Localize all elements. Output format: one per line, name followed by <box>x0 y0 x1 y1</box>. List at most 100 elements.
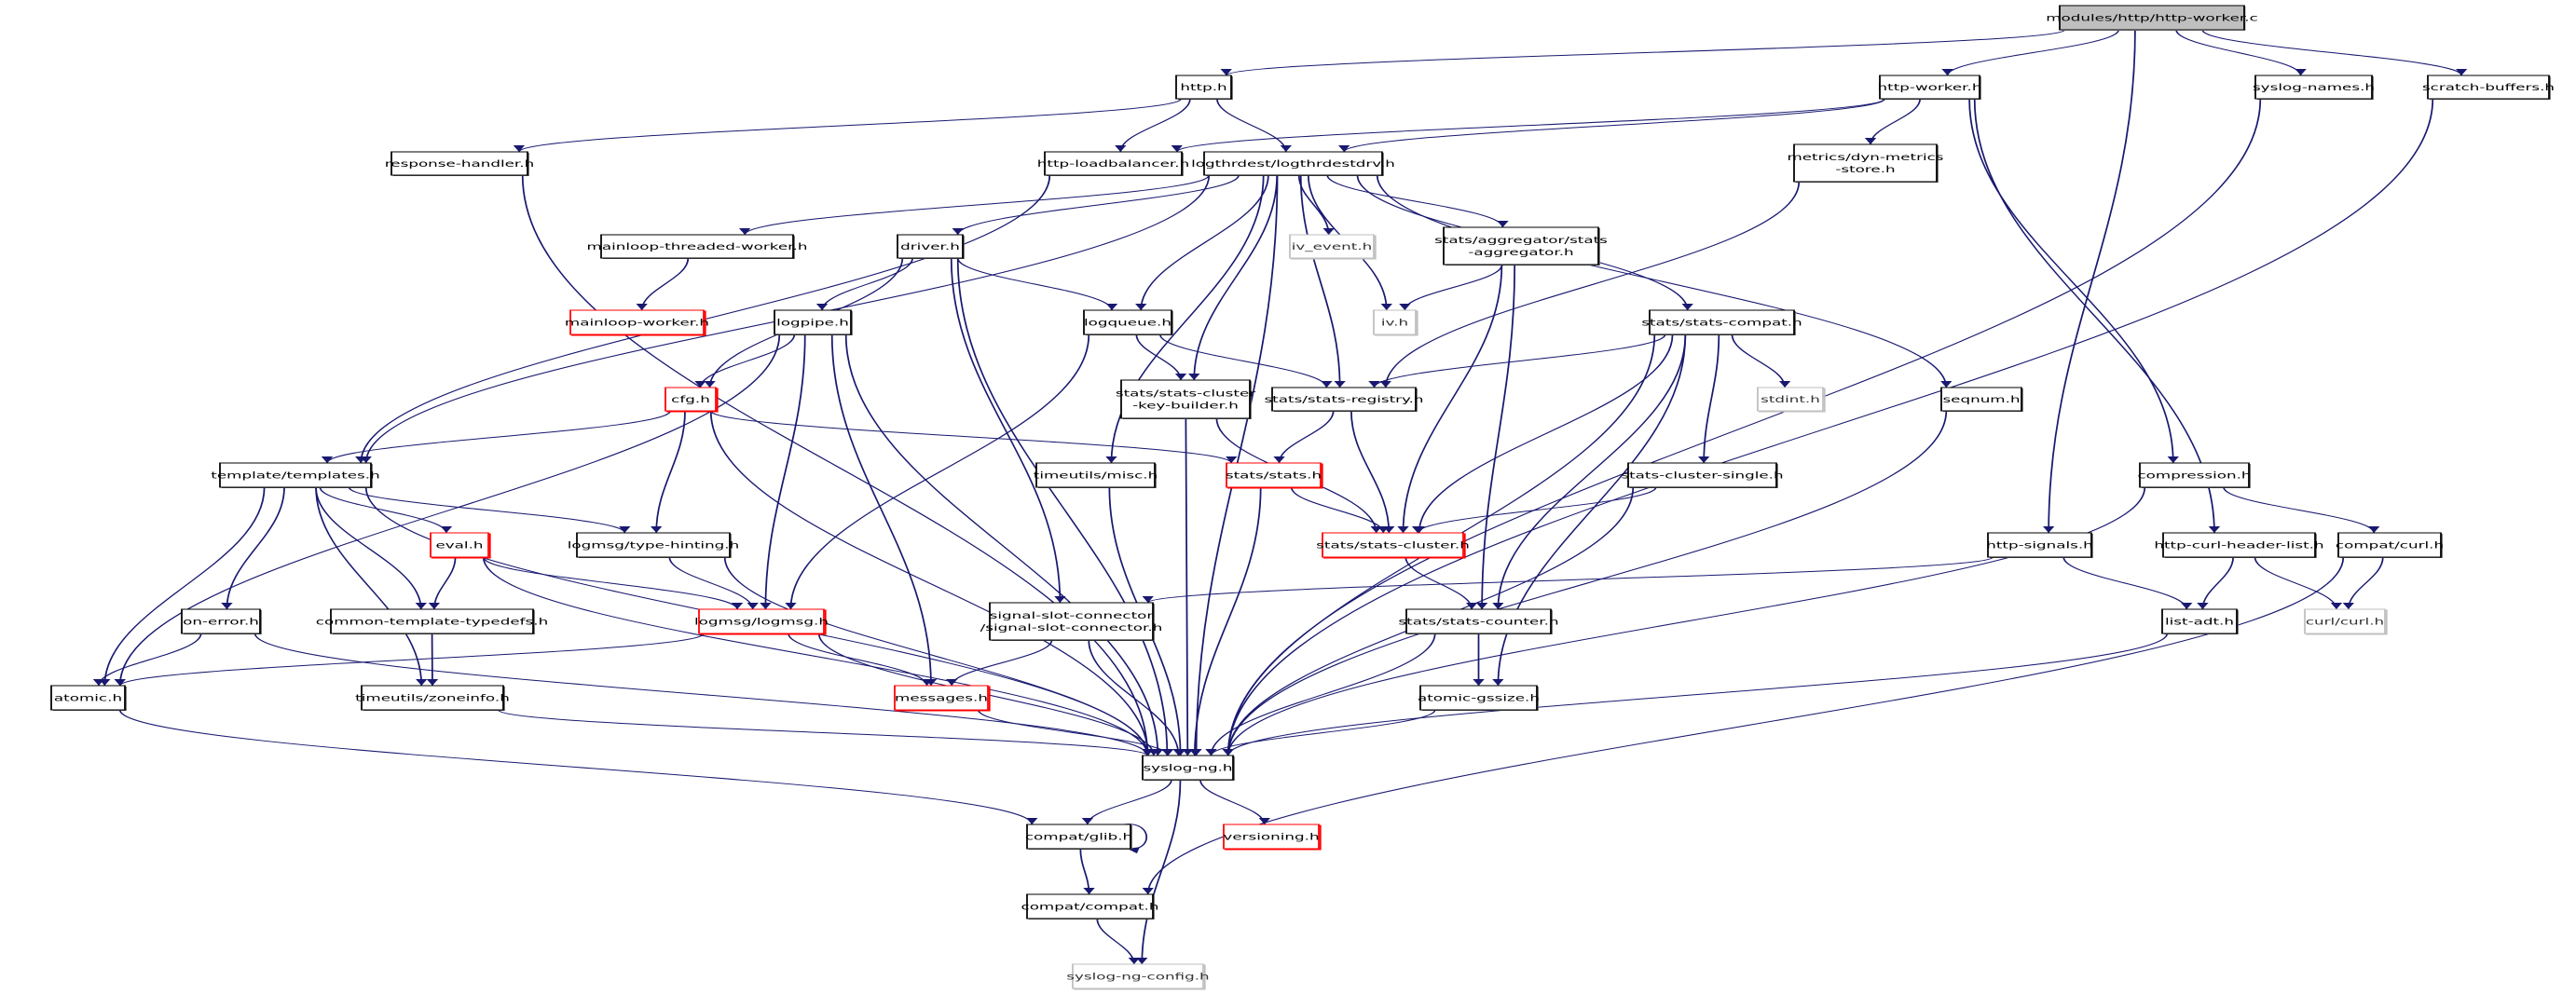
node-box[interactable] <box>1627 462 1777 488</box>
node-stats-compat[interactable]: stats/stats-compat.h <box>1641 309 1802 335</box>
node-box[interactable] <box>1879 75 1980 100</box>
node-box[interactable] <box>1987 532 2092 558</box>
node-syslog-names[interactable]: syslog-names.h <box>2253 75 2375 100</box>
node-atomic[interactable]: atomic.h <box>50 685 127 711</box>
node-http-worker-h[interactable]: http-worker.h <box>1878 75 1982 100</box>
node-box[interactable] <box>2427 75 2550 100</box>
node-stats-agg[interactable]: stats/aggregator/stats-aggregator.h <box>1434 226 1608 266</box>
node-response-handler[interactable]: response-handler.h <box>385 151 534 176</box>
node-compression[interactable]: compression.h <box>2137 462 2252 488</box>
node-box[interactable] <box>2059 5 2245 31</box>
node-box[interactable] <box>1940 387 2022 412</box>
node-box[interactable] <box>1083 309 1172 335</box>
node-http-h[interactable]: http.h <box>1175 75 1233 100</box>
node-http-signals[interactable]: http-signals.h <box>1986 532 2093 558</box>
node-on-error[interactable]: on-error.h <box>181 608 262 634</box>
node-box[interactable] <box>2161 608 2238 634</box>
node-iv-event[interactable]: iv_event.h <box>1289 234 1377 260</box>
node-messages[interactable]: messages.h <box>894 685 991 712</box>
node-versioning[interactable]: versioning.h <box>1223 824 1322 851</box>
node-logmsg[interactable]: logmsg/logmsg.h <box>694 608 829 635</box>
node-key-builder[interactable]: stats/stats-cluster-key-builder.h <box>1116 379 1256 419</box>
node-box[interactable] <box>1649 309 1795 335</box>
node-box[interactable] <box>1203 151 1383 176</box>
node-box[interactable] <box>1289 234 1375 259</box>
node-box[interactable] <box>1271 387 1417 412</box>
node-glib[interactable]: compat/glib.h <box>1025 824 1132 850</box>
node-box[interactable] <box>1419 685 1538 711</box>
node-root[interactable]: modules/http/http-worker.c <box>2046 5 2258 31</box>
node-box[interactable] <box>361 685 504 711</box>
node-compat-curl[interactable]: compat/curl.h <box>2336 532 2444 558</box>
node-box[interactable] <box>1373 309 1417 335</box>
node-box[interactable] <box>897 234 964 259</box>
node-box[interactable] <box>50 685 126 711</box>
node-zoneinfo[interactable]: timeutils/zoneinfo.h <box>355 685 510 711</box>
node-box[interactable] <box>2304 608 2386 634</box>
node-box[interactable] <box>391 151 528 176</box>
node-stdint[interactable]: stdint.h <box>1757 387 1826 413</box>
node-box[interactable] <box>1120 379 1251 419</box>
node-syslog-ng[interactable]: syslog-ng.h <box>1142 755 1235 781</box>
node-box[interactable] <box>181 608 261 634</box>
node-box[interactable] <box>1757 387 1824 412</box>
node-box[interactable] <box>576 532 731 558</box>
node-box[interactable] <box>2337 532 2442 558</box>
node-templates[interactable]: template/templates.h <box>211 462 380 488</box>
node-logthrdestdrv[interactable]: logthrdest/logthrdestdrv.h <box>1191 151 1395 176</box>
node-box[interactable] <box>1443 226 1599 266</box>
node-http-lb[interactable]: http-loadbalancer.h <box>1037 151 1189 176</box>
node-box[interactable] <box>774 309 852 335</box>
node-ctt[interactable]: common-template-typedefs.h <box>316 608 548 634</box>
node-eval[interactable]: eval.h <box>430 532 491 559</box>
node-box[interactable] <box>1072 963 1204 989</box>
node-list-adt[interactable]: list-adt.h <box>2161 608 2239 634</box>
node-box[interactable] <box>1322 532 1464 558</box>
node-box[interactable] <box>1035 462 1156 488</box>
node-box[interactable] <box>219 462 372 488</box>
node-config[interactable]: syslog-ng-config.h <box>1066 963 1210 990</box>
node-box[interactable] <box>1026 824 1131 850</box>
node-atomic-gssize[interactable]: atomic-gssize.h <box>1418 685 1540 711</box>
node-box[interactable] <box>600 234 794 259</box>
node-scratch-buffers[interactable]: scratch-buffers.h <box>2422 75 2555 100</box>
node-tu-misc[interactable]: timeutils/misc.h <box>1034 462 1158 488</box>
node-box[interactable] <box>1142 755 1234 781</box>
node-stats-h[interactable]: stats/stats.h <box>1226 462 1323 489</box>
node-logpipe[interactable]: logpipe.h <box>774 309 853 335</box>
node-stats-cluster[interactable]: stats/stats-cluster.h <box>1316 532 1470 559</box>
node-box[interactable] <box>665 387 717 412</box>
node-box[interactable] <box>1793 143 1938 183</box>
node-curl-hdr[interactable]: http-curl-header-list.h <box>2154 532 2324 558</box>
node-ssc[interactable]: signal-slot-connector/signal-slot-connec… <box>980 602 1163 641</box>
node-box[interactable] <box>989 602 1154 641</box>
node-stats-counter[interactable]: stats/stats-counter.h <box>1398 608 1559 634</box>
node-mainloop-worker[interactable]: mainloop-worker.h <box>565 309 709 336</box>
node-box[interactable] <box>1175 75 1232 100</box>
node-box[interactable] <box>330 608 534 634</box>
node-box[interactable] <box>1226 462 1322 488</box>
node-cluster-single[interactable]: stats-cluster-single.h <box>1621 462 1784 488</box>
node-box[interactable] <box>1223 824 1320 850</box>
node-iv[interactable]: iv.h <box>1373 309 1418 336</box>
node-mainloop-tw[interactable]: mainloop-threaded-worker.h <box>587 234 808 259</box>
node-box[interactable] <box>1405 608 1552 634</box>
node-box[interactable] <box>1026 893 1154 919</box>
node-seqnum[interactable]: seqnum.h <box>1940 387 2023 412</box>
node-box[interactable] <box>698 608 825 634</box>
node-box[interactable] <box>2162 532 2316 558</box>
node-stats-registry[interactable]: stats/stats-registry.h <box>1264 387 1424 412</box>
node-compat[interactable]: compat/compat.h <box>1021 893 1159 919</box>
node-curl-curl[interactable]: curl/curl.h <box>2304 608 2388 635</box>
node-type-hinting[interactable]: logmsg/type-hinting.h <box>568 532 740 558</box>
node-box[interactable] <box>1044 151 1183 176</box>
node-box[interactable] <box>430 532 489 558</box>
node-dyn-metrics[interactable]: metrics/dyn-metrics-store.h <box>1787 143 1944 183</box>
node-driver[interactable]: driver.h <box>897 234 965 259</box>
node-logqueue[interactable]: logqueue.h <box>1083 309 1173 335</box>
node-box[interactable] <box>569 309 705 335</box>
node-box[interactable] <box>894 685 989 711</box>
node-cfg[interactable]: cfg.h <box>665 387 719 413</box>
node-box[interactable] <box>2139 462 2250 488</box>
node-box[interactable] <box>2254 75 2373 100</box>
